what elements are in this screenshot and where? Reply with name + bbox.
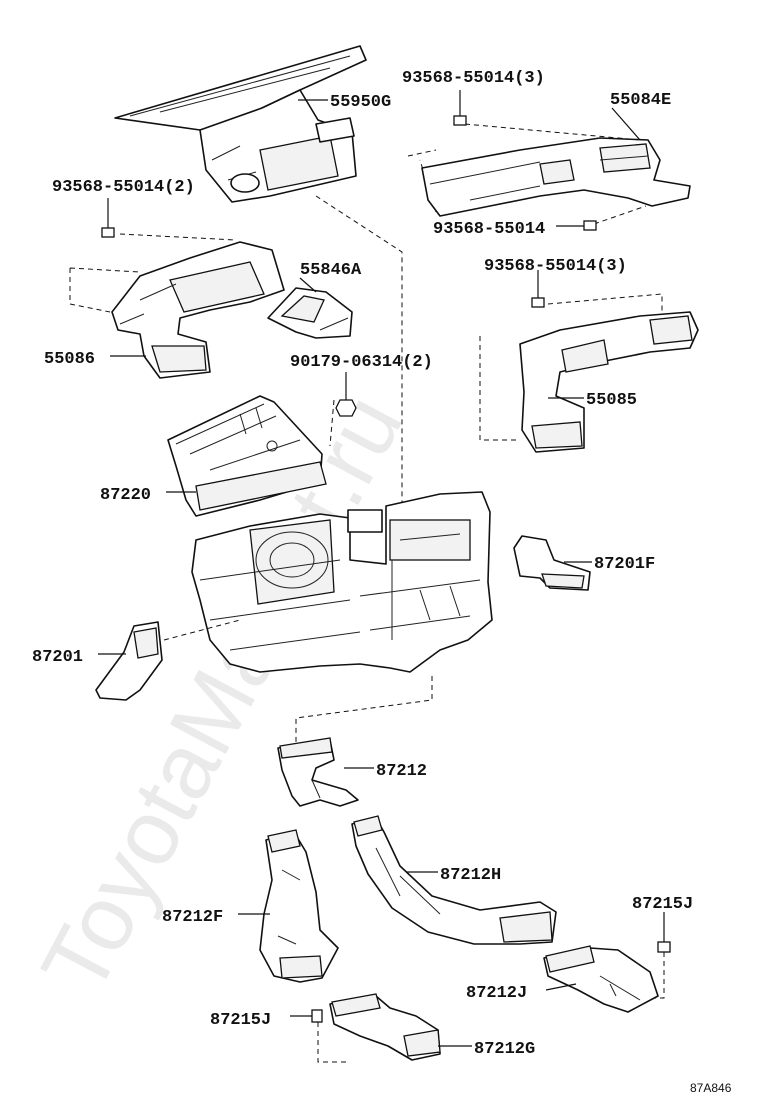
assembly-line-3	[69, 233, 237, 313]
label-55084E[interactable]: 55084E	[610, 91, 671, 110]
screw-93568-55014	[556, 205, 647, 231]
assembly-line-1	[315, 195, 403, 520]
label-55086[interactable]: 55086	[44, 350, 95, 369]
screw-93568-55014-2	[101, 198, 115, 238]
label-87215J-right[interactable]: 87215J	[632, 895, 693, 914]
part-55846A-drawing[interactable]	[267, 287, 353, 339]
nut-90179-06314	[335, 372, 357, 417]
label-87201[interactable]: 87201	[32, 648, 83, 667]
label-93568-55014-2[interactable]: 93568-55014(2)	[52, 178, 195, 197]
part-87212-drawing[interactable]	[277, 737, 359, 807]
label-87215J-left[interactable]: 87215J	[210, 1011, 271, 1030]
label-55846A[interactable]: 55846A	[300, 261, 362, 280]
part-87212F-drawing[interactable]	[259, 829, 339, 983]
part-87212G-drawing[interactable]	[329, 993, 441, 1061]
label-90179-06314-2[interactable]: 90179-06314(2)	[290, 353, 433, 372]
leader-55084E	[611, 107, 641, 141]
part-55086-drawing[interactable]	[111, 241, 285, 379]
label-93568-55014[interactable]: 93568-55014	[433, 220, 545, 239]
label-87220[interactable]: 87220	[100, 486, 151, 505]
heater-unit-drawing	[191, 491, 493, 673]
label-87212G[interactable]: 87212G	[474, 1040, 535, 1059]
label-87212F[interactable]: 87212F	[162, 908, 223, 927]
label-93568-55014-3b[interactable]: 93568-55014(3)	[484, 257, 627, 276]
label-87201F[interactable]: 87201F	[594, 555, 655, 574]
label-87212[interactable]: 87212	[376, 762, 427, 781]
label-87212J[interactable]: 87212J	[466, 984, 527, 1003]
screw-93568-55014-3b	[531, 270, 545, 308]
label-93568-55014-3a[interactable]: 93568-55014(3)	[402, 69, 545, 88]
label-55950G[interactable]: 55950G	[330, 93, 391, 112]
part-55950G-drawing[interactable]	[114, 45, 367, 203]
part-87201F-drawing[interactable]	[513, 535, 591, 591]
assembly-line-6	[163, 619, 241, 641]
label-55085[interactable]: 55085	[586, 391, 637, 410]
assembly-line-7	[295, 676, 433, 746]
part-55085-drawing[interactable]	[519, 311, 699, 453]
part-87201-drawing[interactable]	[95, 621, 163, 701]
leader-55846A	[299, 277, 317, 293]
screw-93568-55014-3a	[453, 90, 467, 126]
screw-87215J-left	[290, 1009, 346, 1063]
leader-87212J	[545, 983, 577, 991]
diagram-ref: 87A846	[690, 1081, 732, 1095]
part-87220-drawing[interactable]	[167, 395, 327, 517]
assembly-line-4	[479, 293, 663, 441]
part-55084E-drawing[interactable]	[421, 137, 691, 217]
part-87212H-drawing[interactable]	[351, 815, 557, 945]
part-87212J-drawing[interactable]	[543, 945, 659, 1013]
label-87212H[interactable]: 87212H	[440, 866, 501, 885]
assembly-line-5	[329, 399, 335, 447]
